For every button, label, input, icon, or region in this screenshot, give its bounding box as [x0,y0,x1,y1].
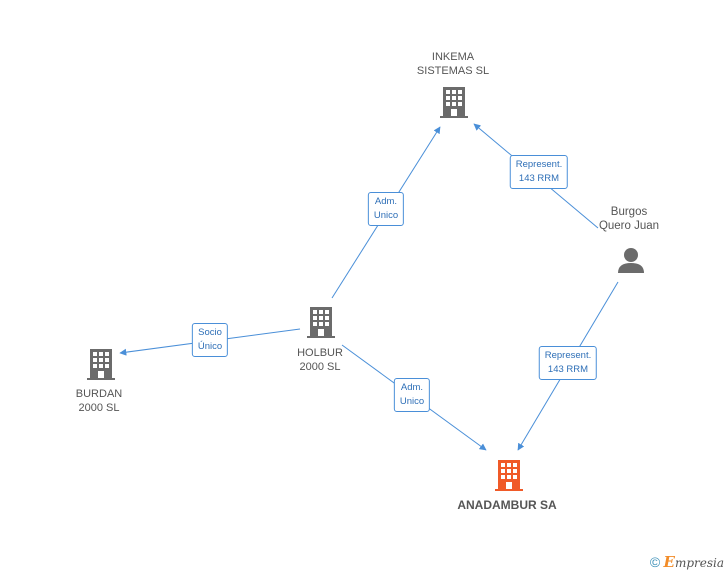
footer-credit: © Empresia [650,553,724,571]
burdan-building-icon[interactable] [87,349,115,380]
holbur-building-icon[interactable] [307,307,335,338]
node-label-inkema[interactable]: INKEMA SISTEMAS SL [416,51,490,77]
node-label-holbur[interactable]: HOLBUR 2000 SL [297,347,343,373]
node-label-anadambur[interactable]: ANADAMBUR SA [457,498,557,512]
brand-name: mpresia [674,556,724,570]
anadambur-building-icon[interactable] [495,460,523,491]
node-label-burgos[interactable]: Burgos Quero Juan [598,206,660,232]
brand-initial: E [663,553,675,571]
edge-label-holbur-inkema: Adm. Unico [367,192,405,226]
inkema-building-icon[interactable] [440,87,468,118]
edge-label-holbur-anadambur: Adm. Unico [393,378,431,412]
edge-label-burgos-anadambur: Represent. 143 RRM [538,346,598,380]
node-label-burdan[interactable]: BURDAN 2000 SL [75,388,123,414]
burgos-person-icon[interactable] [618,248,644,273]
copyright-icon: © [649,554,661,570]
edge-label-holbur-burdan: Socio Único [191,323,229,357]
edge-label-burgos-inkema: Represent. 143 RRM [509,155,569,189]
brand-logo[interactable]: Empresia [663,553,725,571]
